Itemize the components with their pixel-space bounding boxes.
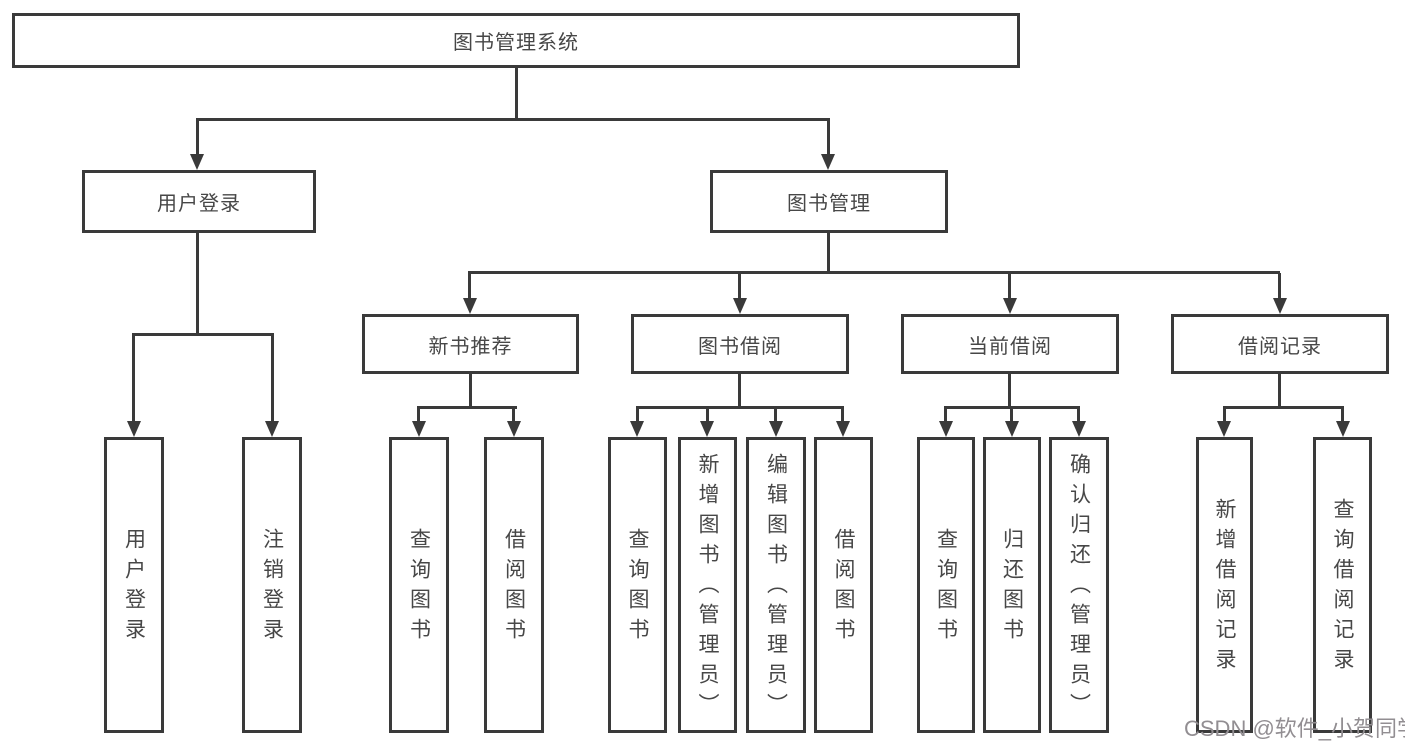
arrowhead-down-icon xyxy=(463,298,477,314)
node-query-borrow-record: 查询借阅记录 xyxy=(1313,437,1372,733)
arrowhead-down-icon xyxy=(507,421,521,437)
node-book-borrowing: 图书借阅 xyxy=(631,314,849,374)
node-user-login: 用户登录 xyxy=(82,170,316,233)
arrowhead-down-icon xyxy=(265,421,279,437)
node-logout: 注销登录 xyxy=(242,437,302,733)
arrowhead-down-icon xyxy=(1003,298,1017,314)
arrowhead-down-icon xyxy=(630,421,644,437)
connector-line-h xyxy=(468,271,1280,274)
node-user-login-leaf: 用户登录 xyxy=(104,437,164,733)
connector-line-v xyxy=(774,408,777,421)
csdn-watermark: CSDN @软件_小贺同学 xyxy=(1184,716,1405,741)
node-query-books-current: 查询图书 xyxy=(917,437,975,733)
connector-line-v xyxy=(271,335,274,421)
connector-line-h xyxy=(1223,406,1344,409)
connector-line-v xyxy=(1278,273,1281,298)
arrowhead-down-icon xyxy=(939,421,953,437)
connector-line-v xyxy=(515,68,518,120)
node-current-borrowing: 当前借阅 xyxy=(901,314,1119,374)
connector-line-v xyxy=(706,408,709,421)
connector-line-h xyxy=(132,333,274,336)
connector-line-v xyxy=(417,408,420,421)
node-edit-books-admin: 编辑图书（管理员） xyxy=(746,437,806,733)
connector-line-v xyxy=(512,408,515,421)
connector-line-v xyxy=(1341,408,1344,421)
connector-line-v xyxy=(738,273,741,298)
arrowhead-down-icon xyxy=(700,421,714,437)
node-query-books-borrowing: 查询图书 xyxy=(608,437,667,733)
arrowhead-down-icon xyxy=(127,421,141,437)
arrowhead-down-icon xyxy=(412,421,426,437)
connector-line-v xyxy=(738,374,741,408)
connector-line-v xyxy=(827,233,830,273)
connector-line-h xyxy=(417,406,517,409)
connector-line-v xyxy=(944,408,947,421)
arrowhead-down-icon xyxy=(1072,421,1086,437)
arrowhead-down-icon xyxy=(821,154,835,170)
node-add-books-admin: 新增图书（管理员） xyxy=(678,437,737,733)
arrowhead-down-icon xyxy=(1005,421,1019,437)
connector-line-h xyxy=(636,406,844,409)
connector-line-v xyxy=(1010,408,1013,421)
node-library-management-system: 图书管理系统 xyxy=(12,13,1020,68)
arrowhead-down-icon xyxy=(836,421,850,437)
node-borrowing-records: 借阅记录 xyxy=(1171,314,1389,374)
node-borrow-books-borrowing: 借阅图书 xyxy=(814,437,873,733)
connector-line-v xyxy=(1077,408,1080,421)
connector-line-h xyxy=(944,406,1080,409)
arrowhead-down-icon xyxy=(190,154,204,170)
node-book-management: 图书管理 xyxy=(710,170,948,233)
connector-line-v xyxy=(469,374,472,408)
node-new-book-recommendation: 新书推荐 xyxy=(362,314,579,374)
connector-line-v xyxy=(636,408,639,421)
arrowhead-down-icon xyxy=(769,421,783,437)
connector-line-v xyxy=(1278,374,1281,408)
connector-line-v xyxy=(841,408,844,421)
connector-line-v xyxy=(468,273,471,298)
node-add-borrow-record: 新增借阅记录 xyxy=(1196,437,1253,733)
connector-line-h xyxy=(196,118,830,121)
connector-line-v xyxy=(196,233,199,335)
connector-line-v xyxy=(1008,374,1011,408)
arrowhead-down-icon xyxy=(733,298,747,314)
connector-line-v xyxy=(196,120,199,154)
connector-line-v xyxy=(132,335,135,421)
connector-line-v xyxy=(1008,273,1011,298)
node-query-books-recommend: 查询图书 xyxy=(389,437,449,733)
arrowhead-down-icon xyxy=(1273,298,1287,314)
arrowhead-down-icon xyxy=(1336,421,1350,437)
arrowhead-down-icon xyxy=(1217,421,1231,437)
connector-line-v xyxy=(1223,408,1226,421)
node-borrow-books-recommend: 借阅图书 xyxy=(484,437,544,733)
connector-line-v xyxy=(827,120,830,154)
node-return-books: 归还图书 xyxy=(983,437,1041,733)
node-confirm-return-admin: 确认归还（管理员） xyxy=(1049,437,1109,733)
